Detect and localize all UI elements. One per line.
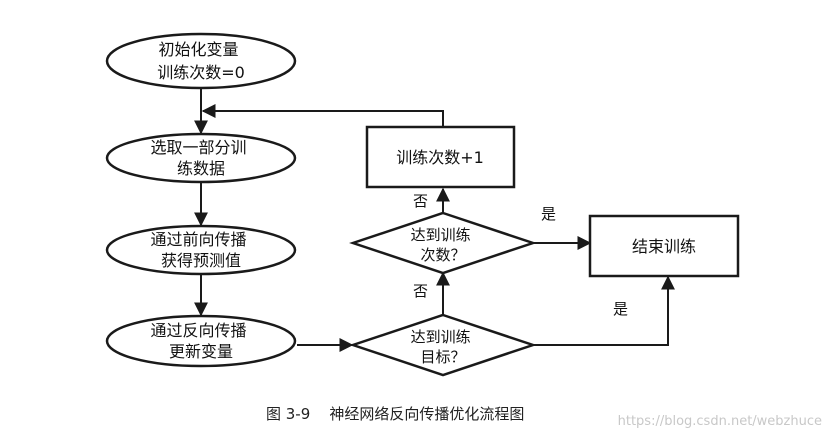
select-data-line-1: 选取一部分训 bbox=[150, 138, 246, 157]
svg-text:达到训练 次数？: 达到训练 次数？ bbox=[411, 226, 476, 264]
check-count-diamond bbox=[349, 211, 537, 275]
backward-ellipse bbox=[105, 314, 297, 368]
node-check-count: 达到训练 次数？ bbox=[349, 211, 537, 275]
svg-text:选取一部分训 练数据: 选取一部分训 练数据 bbox=[150, 138, 251, 178]
connectors bbox=[194, 88, 675, 352]
node-check-target: 达到训练 目标？ bbox=[349, 313, 537, 377]
forward-line-1: 通过前向传播 bbox=[150, 230, 246, 249]
end-rect bbox=[588, 214, 740, 278]
svg-text:训练次数+1: 训练次数+1 bbox=[396, 148, 484, 167]
node-backward: 通过反向传播 更新变量 bbox=[105, 314, 297, 368]
check-target-line-2: 目标？ bbox=[420, 348, 465, 366]
watermark: https://blog.csdn.net/webzhuce bbox=[618, 414, 822, 429]
svg-text:达到训练 目标？: 达到训练 目标？ bbox=[411, 328, 476, 366]
increment-label: 训练次数+1 bbox=[396, 148, 484, 167]
end-label: 结束训练 bbox=[632, 237, 696, 256]
start-ellipse bbox=[105, 32, 297, 90]
forward-ellipse bbox=[105, 224, 297, 276]
check-count-line-1: 达到训练 bbox=[411, 226, 471, 244]
forward-line-2: 获得预测值 bbox=[161, 251, 241, 270]
backward-line-1: 通过反向传播 bbox=[150, 321, 246, 340]
node-start: 初始化变量 训练次数=0 bbox=[105, 32, 297, 90]
select-data-line-2: 练数据 bbox=[177, 159, 225, 178]
check-target-line-1: 达到训练 bbox=[411, 328, 471, 346]
start-line-2: 训练次数=0 bbox=[157, 63, 245, 82]
svg-text:通过前向传播 获得预测值: 通过前向传播 获得预测值 bbox=[150, 230, 251, 270]
svg-text:通过反向传播 更新变量: 通过反向传播 更新变量 bbox=[150, 321, 251, 361]
label-target-yes: 是 bbox=[613, 300, 628, 318]
label-count-yes: 是 bbox=[541, 205, 556, 223]
select-data-ellipse bbox=[105, 132, 297, 184]
figure-caption: 图 3-9 神经网络反向传播优化流程图 bbox=[266, 405, 524, 423]
label-count-no: 否 bbox=[413, 192, 428, 210]
label-target-no: 否 bbox=[413, 282, 428, 300]
svg-text:初始化变量 训练次数=0: 初始化变量 训练次数=0 bbox=[157, 40, 245, 82]
check-count-line-2: 次数？ bbox=[420, 246, 465, 264]
node-forward: 通过前向传播 获得预测值 bbox=[105, 224, 297, 276]
node-end: 结束训练 bbox=[588, 214, 740, 278]
node-increment: 训练次数+1 bbox=[365, 125, 516, 189]
increment-rect bbox=[365, 125, 516, 189]
edge-increment-loop-back bbox=[201, 104, 444, 127]
backward-line-2: 更新变量 bbox=[169, 342, 233, 361]
node-select-data: 选取一部分训 练数据 bbox=[105, 132, 297, 184]
start-line-1: 初始化变量 bbox=[158, 40, 238, 59]
check-target-diamond bbox=[349, 313, 537, 377]
edge-target-to-end bbox=[533, 275, 675, 346]
svg-text:结束训练: 结束训练 bbox=[632, 237, 696, 256]
